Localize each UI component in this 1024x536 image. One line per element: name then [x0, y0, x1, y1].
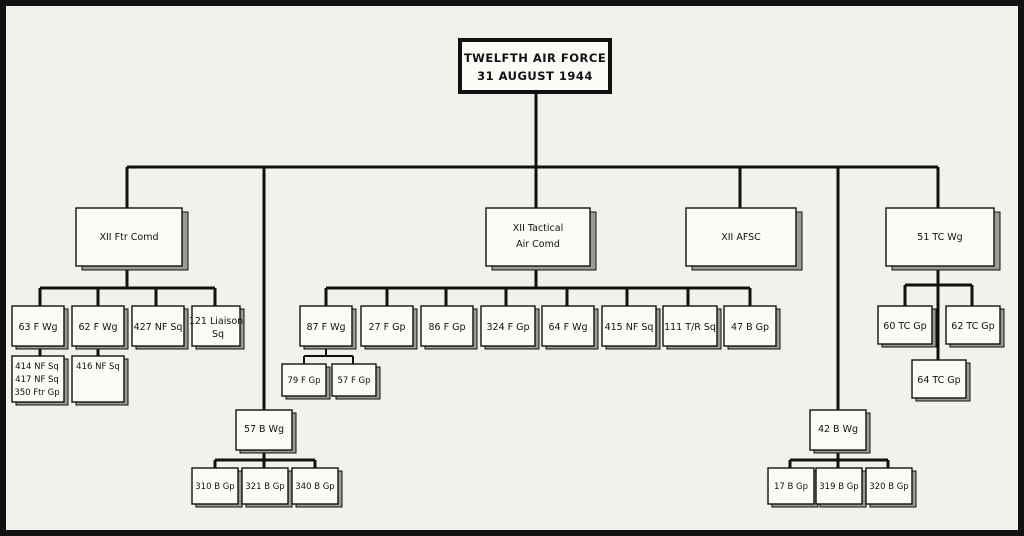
- node-label: 42 B Wg: [818, 424, 858, 435]
- hq-title-line1: TWELFTH AIR FORCE: [464, 51, 606, 65]
- node-label: 57 B Wg: [244, 424, 284, 435]
- node-321-b-gp: 321 B Gp: [241, 467, 293, 508]
- node-xii-tactical-air-comd: XII Tactical Air Comd: [485, 207, 597, 271]
- node-label: Sq: [212, 329, 224, 340]
- node-324-f-gp: 324 F Gp: [480, 305, 540, 350]
- node-79-f-gp: 79 F Gp: [281, 363, 331, 400]
- node-label: 47 B Gp: [731, 322, 769, 333]
- node-111-tr-sq: 111 T/R Sq: [662, 305, 722, 350]
- hq-box: TWELFTH AIR FORCE 31 AUGUST 1944: [458, 38, 612, 94]
- node-340-b-gp: 340 B Gp: [291, 467, 343, 508]
- node-label: Air Comd: [516, 239, 560, 250]
- node-label: 417 NF Sq: [15, 375, 59, 385]
- node-label: 57 F Gp: [337, 376, 370, 386]
- node-label: 111 T/R Sq: [664, 322, 716, 333]
- node-57-b-wg: 57 B Wg: [235, 409, 297, 454]
- node-label: 62 F Wg: [78, 322, 117, 333]
- node-xii-afsc: XII AFSC: [685, 207, 803, 271]
- node-label: 415 NF Sq: [605, 322, 654, 333]
- node-label: 416 NF Sq: [76, 362, 120, 372]
- node-label: 79 F Gp: [287, 376, 320, 386]
- node-57-f-gp: 57 F Gp: [331, 363, 381, 400]
- node-label: 121 Liaison: [189, 316, 243, 327]
- node-xii-ftr-comd: XII Ftr Comd: [75, 207, 189, 271]
- node-label: 319 B Gp: [819, 482, 858, 492]
- node-60-tc-gp: 60 TC Gp: [877, 305, 937, 348]
- node-label: 310 B Gp: [195, 482, 234, 492]
- node-47-b-gp: 47 B Gp: [723, 305, 781, 350]
- node-64-f-wg: 64 F Wg: [541, 305, 599, 350]
- node-62-tc-gp: 62 TC Gp: [945, 305, 1005, 348]
- node-label: 414 NF Sq: [15, 362, 59, 372]
- node-label: XII Ftr Comd: [100, 232, 159, 243]
- node-label: 60 TC Gp: [883, 321, 926, 332]
- node-label: 64 TC Gp: [917, 375, 960, 386]
- node-27-f-gp: 27 F Gp: [360, 305, 418, 350]
- node-63-f-wg: 63 F Wg: [11, 305, 69, 350]
- node-427-nf-sq: 427 NF Sq: [131, 305, 189, 350]
- node-label: 340 B Gp: [295, 482, 334, 492]
- node-17-b-gp: 17 B Gp: [767, 467, 819, 508]
- node-64-tc-gp: 64 TC Gp: [911, 359, 971, 402]
- node-label: 62 TC Gp: [951, 321, 994, 332]
- node-label: 51 TC Wg: [917, 232, 962, 243]
- node-label: 321 B Gp: [245, 482, 284, 492]
- node-label: 27 F Gp: [369, 322, 406, 333]
- node-label: 86 F Gp: [429, 322, 466, 333]
- node-320-b-gp: 320 B Gp: [865, 467, 917, 508]
- node-label: 427 NF Sq: [134, 322, 183, 333]
- node-319-b-gp: 319 B Gp: [815, 467, 867, 508]
- node-label: XII Tactical: [513, 223, 563, 234]
- node-label: 64 F Wg: [548, 322, 587, 333]
- node-310-b-gp: 310 B Gp: [191, 467, 243, 508]
- node-label: 17 B Gp: [774, 482, 808, 492]
- node-414-417-nf-sq-350-ftr-gp: 414 NF Sq 417 NF Sq 350 Ftr Gp: [11, 355, 69, 406]
- node-416-nf-sq: 416 NF Sq: [71, 355, 129, 406]
- node-51-tc-wg: 51 TC Wg: [885, 207, 1001, 271]
- node-label: 87 F Wg: [306, 322, 345, 333]
- node-86-f-gp: 86 F Gp: [420, 305, 478, 350]
- node-87-f-wg: 87 F Wg: [299, 305, 357, 350]
- node-42-b-wg: 42 B Wg: [809, 409, 871, 454]
- hq-title-line2: 31 AUGUST 1944: [477, 69, 593, 83]
- node-label: 350 Ftr Gp: [14, 388, 59, 398]
- node-label: 324 F Gp: [486, 322, 529, 333]
- node-62-f-wg: 62 F Wg: [71, 305, 129, 350]
- node-label: XII AFSC: [721, 232, 761, 243]
- node-label: 63 F Wg: [18, 322, 57, 333]
- connector-lines: [38, 92, 974, 468]
- node-415-nf-sq: 415 NF Sq: [601, 305, 661, 350]
- node-label: 320 B Gp: [869, 482, 908, 492]
- node-121-liaison-sq: 121 Liaison Sq: [189, 305, 245, 350]
